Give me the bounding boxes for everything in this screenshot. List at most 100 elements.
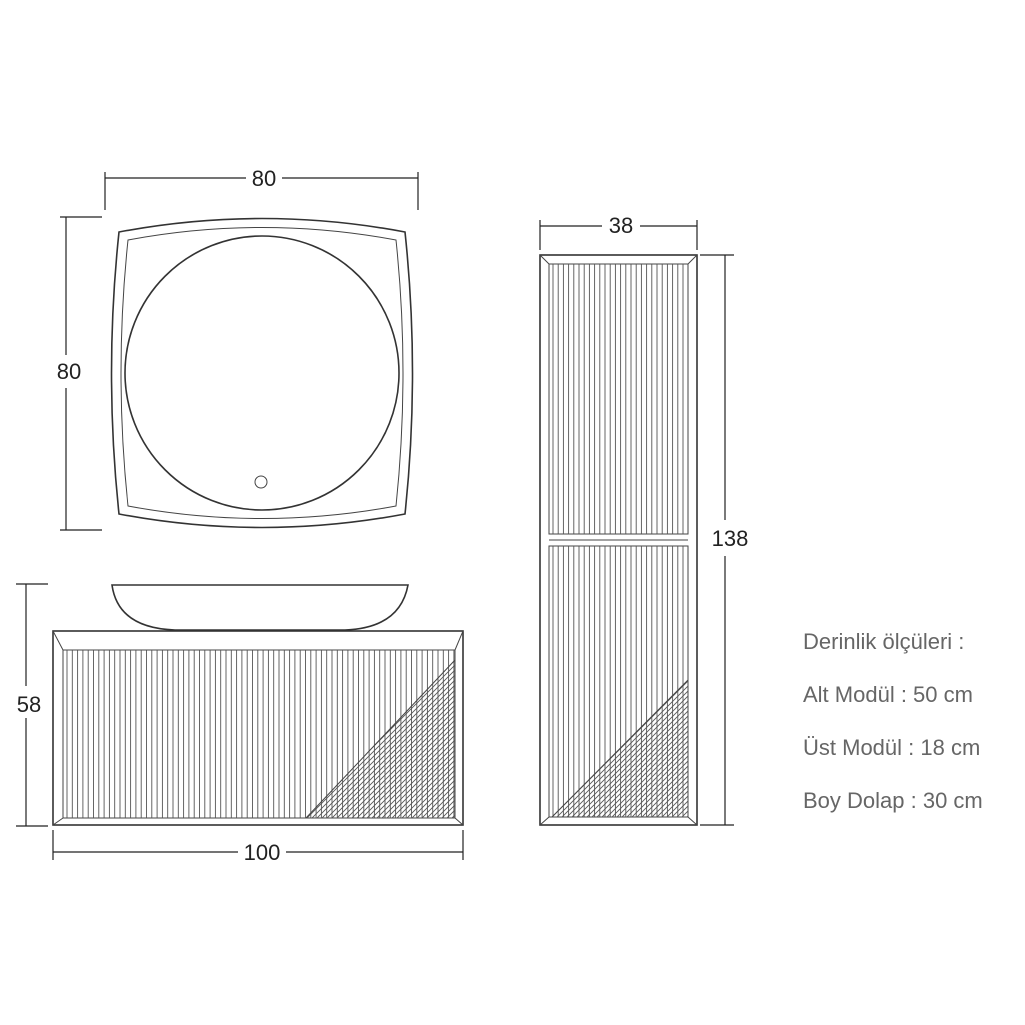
diagonal-hatch-line [643, 680, 688, 817]
diagonal-hatch-line [588, 680, 688, 817]
mirror-height-label: 80 [57, 359, 81, 384]
diagonal-hatch-line [623, 680, 688, 817]
diagonal-hatch-line [449, 660, 455, 818]
diagonal-hatch-line [444, 660, 455, 818]
diagonal-hatch-line [552, 680, 624, 817]
mirror-width-dimension: 80 [104, 166, 419, 210]
mirror-round-glass [124, 235, 400, 511]
diagonal-hatch-line [334, 660, 455, 818]
diagonal-hatch-line [419, 660, 455, 818]
diagonal-hatch-line [319, 660, 455, 818]
diagonal-hatch-line [613, 680, 688, 817]
diagonal-hatch-line [135, 655, 300, 820]
diagonal-hatch-line [552, 680, 604, 817]
depth-notes: Derinlik ölçüleri : Alt Modül : 50 cm Üs… [803, 625, 1025, 837]
diagonal-hatch-line [314, 660, 455, 818]
tall-width-dimension: 38 [539, 213, 698, 250]
diagonal-hatch-line [359, 660, 455, 818]
diagonal-hatch-line [573, 680, 688, 817]
diagonal-hatch-line [454, 660, 455, 818]
diagonal-hatch-line [552, 680, 594, 817]
tall-cabinet-drawing [404, 254, 698, 826]
diagonal-hatch-line [364, 660, 455, 818]
diagonal-hatch-line [603, 680, 688, 817]
diagonal-hatch-line [399, 660, 455, 818]
diagonal-hatch-line [434, 660, 455, 818]
diagonal-hatch-line [306, 660, 455, 818]
mirror-height-dimension: 80 [57, 216, 102, 531]
diagonal-hatch-line [653, 680, 688, 817]
diagonal-hatch-line [578, 680, 688, 817]
tall-width-label: 38 [609, 213, 633, 238]
diagonal-hatch-line [552, 680, 584, 817]
diagonal-hatch-line [306, 660, 311, 818]
diagonal-hatch-line [384, 660, 455, 818]
diagonal-hatch-line [558, 680, 688, 817]
tall-cabinet-upper-fluting [552, 264, 684, 534]
diagonal-hatch-line [598, 680, 688, 817]
diagonal-hatch-line [673, 680, 688, 817]
diagonal-hatch-line [379, 660, 455, 818]
diagonal-hatch-line [593, 680, 688, 817]
base-height-dimension: 58 [16, 583, 48, 827]
diagonal-hatch-line [552, 680, 609, 817]
diagonal-hatch-line [552, 680, 589, 817]
mirror-width-label: 80 [252, 166, 276, 191]
base-width-dimension: 100 [52, 830, 464, 865]
diagonal-hatch-line [414, 660, 455, 818]
diagonal-hatch-line [354, 660, 455, 818]
diagonal-hatch-line [658, 680, 688, 817]
diagonal-hatch-line [648, 680, 688, 817]
mirror-drawing [110, 217, 414, 529]
diagonal-hatch-line [552, 680, 614, 817]
tall-height-label: 138 [712, 526, 749, 551]
diagonal-hatch-line [394, 660, 455, 818]
diagonal-hatch-line [678, 680, 688, 817]
diagonal-hatch-line [409, 660, 455, 818]
diagonal-hatch-line [404, 660, 455, 818]
diagonal-hatch-line [618, 680, 688, 817]
diagonal-hatch-line [553, 680, 688, 817]
diagonal-hatch-line [552, 680, 634, 817]
tall-cabinet-lower-fluting [552, 546, 684, 817]
depth-note-upper-module: Üst Modül : 18 cm [803, 735, 981, 760]
diagonal-hatch-line [552, 680, 559, 817]
tall-cabinet-diagonal-pattern [404, 676, 688, 820]
diagonal-hatch-line [583, 680, 688, 817]
diagonal-hatch-line [424, 660, 455, 818]
diagonal-hatch-line [552, 680, 574, 817]
diagonal-hatch-line [552, 680, 639, 817]
diagonal-hatch-line [638, 680, 688, 817]
depth-notes-heading: Derinlik ölçüleri : [803, 629, 965, 654]
diagonal-hatch-line [552, 680, 569, 817]
depth-note-lower-module: Alt Modül : 50 cm [803, 682, 973, 707]
diagonal-hatch-line [309, 660, 455, 818]
diagonal-hatch-line [329, 660, 455, 818]
diagonal-hatch-line [628, 680, 688, 817]
base-cabinet-frame [52, 630, 464, 826]
diagonal-hatch-line [552, 680, 564, 817]
base-height-label: 58 [17, 692, 41, 717]
diagonal-hatch-line [344, 660, 455, 818]
diagonal-hatch-line [608, 680, 688, 817]
tall-cabinet-frame [539, 254, 698, 826]
diagonal-hatch-line [369, 660, 455, 818]
depth-note-tall-cabinet: Boy Dolap : 30 cm [803, 788, 983, 813]
diagonal-hatch-line [552, 680, 579, 817]
diagonal-hatch-line [552, 680, 599, 817]
diagonal-hatch-line [339, 660, 455, 818]
diagonal-hatch-line [563, 680, 688, 817]
diagonal-hatch-line [140, 655, 305, 820]
mirror-frame-outer [110, 217, 414, 529]
mirror-frame-inner [120, 227, 404, 519]
diagonal-hatch-line [404, 676, 548, 820]
base-width-label: 100 [244, 840, 281, 865]
diagonal-hatch-line [324, 660, 455, 818]
diagonal-hatch-line [439, 660, 455, 818]
diagonal-hatch-line [349, 660, 455, 818]
tall-cabinet-upper-door [548, 263, 689, 535]
diagonal-hatch-line [306, 660, 316, 818]
tall-height-dimension: 138 [700, 254, 749, 826]
mirror-touch-button [254, 475, 268, 489]
